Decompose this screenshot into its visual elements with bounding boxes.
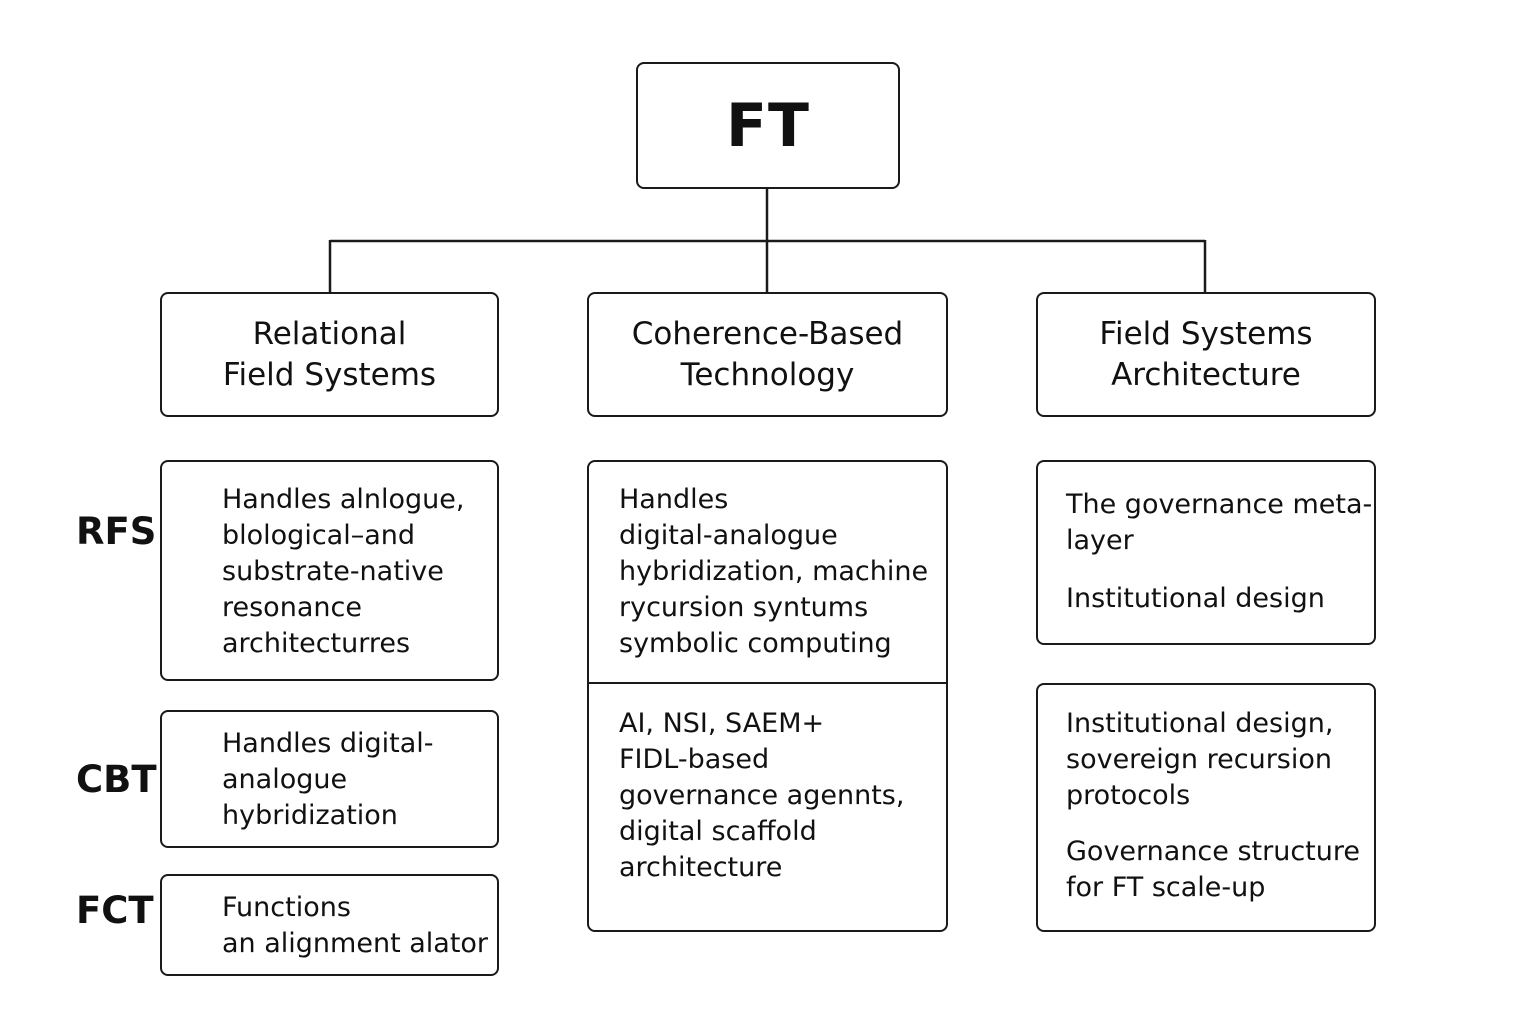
fct-detail-box: Functions an alignment alator — [160, 874, 499, 976]
row-label-fct: FCT — [76, 889, 154, 932]
governance-structure-box: Institutional design, sovereign recursio… — [1036, 683, 1376, 932]
institutional-design-text: Institutional design — [1066, 583, 1325, 614]
sovereign-recursion-text: Institutional design, sovereign recursio… — [1066, 708, 1334, 811]
column-title: Coherence-Based Technology — [631, 315, 904, 393]
governance-meta-layer-box: The governance meta- layer Institutional… — [1036, 460, 1376, 645]
column-header-field-systems-architecture: Field Systems Architecture — [1036, 292, 1376, 417]
cbt-detail-text: Handles digital- analogue hybridization — [222, 728, 434, 831]
fct-detail-text: Functions an alignment alator — [222, 892, 489, 959]
root-label: FT — [726, 90, 810, 161]
root-node: FT — [636, 62, 900, 189]
cbt-detail-box: Handles digital- analogue hybridization — [160, 710, 499, 848]
center-detail-top-text: Handles digital-analogue hybridization, … — [619, 484, 929, 659]
column-header-relational-field-systems: Relational Field Systems — [160, 292, 499, 417]
governance-meta-layer-text: The governance meta- layer — [1066, 489, 1373, 556]
column-title: Relational Field Systems — [222, 315, 437, 393]
column-header-coherence-based-technology: Coherence-Based Technology — [587, 292, 948, 417]
center-detail-bottom-text: AI, NSI, SAEM+ FIDL-based governance age… — [619, 708, 905, 883]
row-label-rfs: RFS — [76, 510, 157, 553]
rfs-detail-text: Handles alnlogue, blological–and substra… — [222, 484, 465, 659]
scale-up-text: Governance structure for FT scale-up — [1066, 836, 1360, 903]
column-title: Field Systems Architecture — [1099, 315, 1313, 393]
cbt-technology-detail-box: Handles digital-analogue hybridization, … — [587, 460, 948, 932]
row-label-cbt: CBT — [76, 758, 157, 801]
rfs-detail-box: Handles alnlogue, blological–and substra… — [160, 460, 499, 681]
center-detail-divider — [589, 682, 946, 684]
